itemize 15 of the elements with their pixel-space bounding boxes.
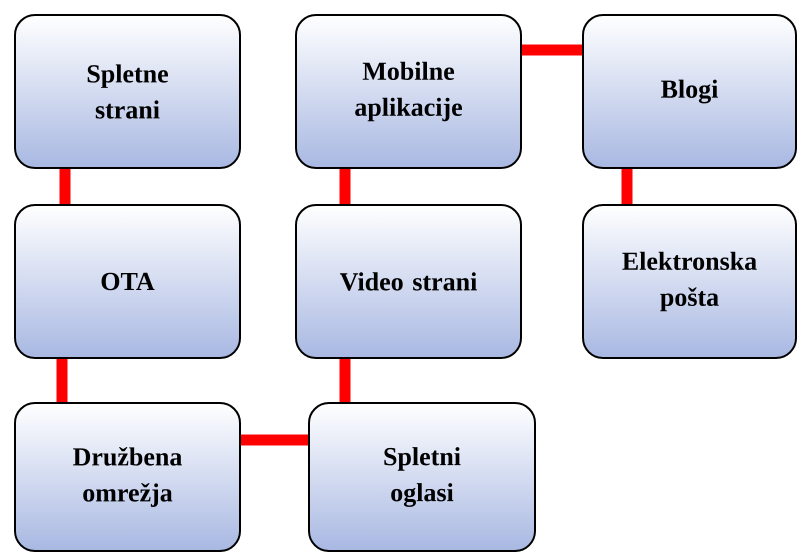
rounded-box: Elektronska pošta <box>582 204 797 359</box>
connector <box>522 44 582 56</box>
connector <box>60 169 70 204</box>
rounded-box: Spletne strani <box>14 14 241 169</box>
connector <box>340 169 350 204</box>
rounded-box: OTA <box>14 204 241 359</box>
rounded-box: Spletni oglasi <box>308 402 536 552</box>
rounded-box: Blogi <box>582 14 797 169</box>
connector <box>241 434 308 446</box>
connector <box>340 359 350 402</box>
rounded-box: Video strani <box>295 204 522 359</box>
rounded-box: Mobilne aplikacije <box>295 14 522 169</box>
rounded-box: Družbena omrežja <box>14 402 241 552</box>
connector <box>56 359 68 402</box>
connector <box>622 169 632 204</box>
